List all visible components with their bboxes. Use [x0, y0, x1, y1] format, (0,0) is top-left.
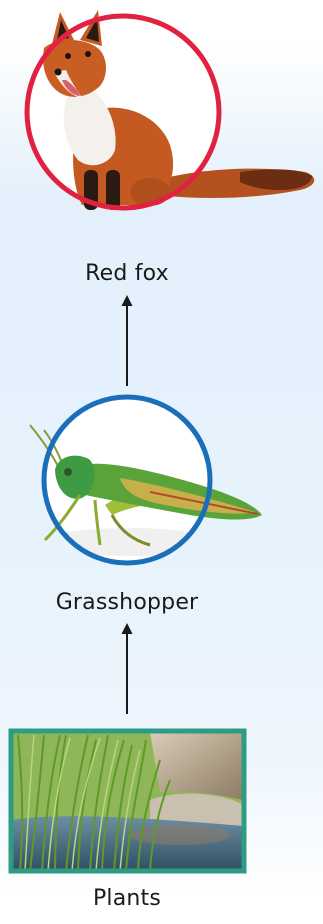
arrow-plants-to-grasshopper	[122, 623, 133, 714]
grasshopper-node	[30, 397, 262, 563]
plants-label: Plants	[2, 886, 252, 911]
plants-image	[11, 731, 244, 871]
arrow-grasshopper-to-fox	[122, 295, 133, 386]
red-fox-node	[27, 10, 314, 218]
plants-node	[11, 731, 244, 871]
red-fox-label: Red fox	[2, 261, 252, 286]
grasshopper-label: Grasshopper	[2, 590, 252, 615]
